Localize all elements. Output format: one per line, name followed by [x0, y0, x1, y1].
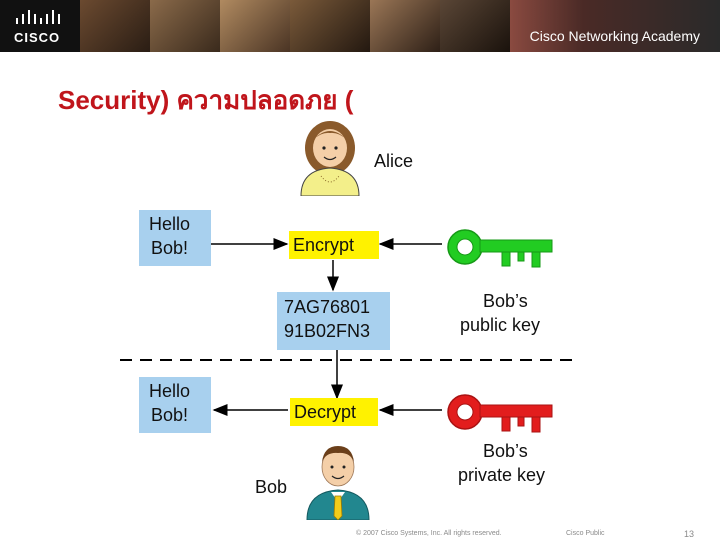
hello-top-line-2: Bob! [151, 238, 189, 258]
cipher-line-1: 7AG76801 [284, 297, 371, 317]
hello-box-bottom: Hello Bob! [139, 377, 211, 433]
header-photo-3 [220, 0, 290, 52]
bob-avatar-icon [306, 446, 370, 520]
header-banner: CISCO Cisco Networking Academy [0, 0, 720, 52]
header-photo-1 [80, 0, 150, 52]
alice-avatar-icon [300, 121, 360, 196]
header-photo-5 [370, 0, 440, 52]
header-photo-6 [440, 0, 510, 52]
alice-label: Alice [374, 151, 414, 171]
public-key-label-1: Bob’s [483, 291, 528, 311]
decrypt-label: Decrypt [294, 402, 357, 422]
page-title: Security) ความปลอดภย ( [58, 85, 354, 115]
hello-box-top: Hello Bob! [139, 210, 211, 266]
encrypt-label: Encrypt [293, 235, 355, 255]
hello-bottom-line-1: Hello [149, 381, 191, 401]
footer-page-number: 13 [684, 529, 695, 539]
private-key-label-1: Bob’s [483, 441, 528, 461]
cisco-bars-icon [16, 10, 60, 24]
hello-bottom-line-2: Bob! [151, 405, 189, 425]
private-key-label-2: private key [458, 465, 546, 485]
decrypt-box: Decrypt [290, 398, 378, 426]
public-key-label-2: public key [460, 315, 541, 335]
bob-label: Bob [255, 477, 288, 497]
encrypt-box: Encrypt [289, 231, 379, 259]
header-photo-2 [150, 0, 220, 52]
ciphertext-box: 7AG76801 91B02FN3 [277, 292, 390, 350]
private-key-icon [447, 394, 553, 433]
cisco-logo: CISCO [0, 0, 80, 52]
footer-copyright: © 2007 Cisco Systems, Inc. All rights re… [356, 530, 502, 537]
hello-top-line-1: Hello [149, 214, 191, 234]
public-key-icon [447, 229, 553, 268]
header-photo-7 [510, 0, 720, 52]
header-photo-4 [290, 0, 370, 52]
footer-classification: Cisco Public [566, 530, 605, 537]
cipher-line-2: 91B02FN3 [284, 321, 371, 341]
logo-text: CISCO [14, 30, 61, 45]
academy-label: Cisco Networking Academy [529, 28, 700, 44]
